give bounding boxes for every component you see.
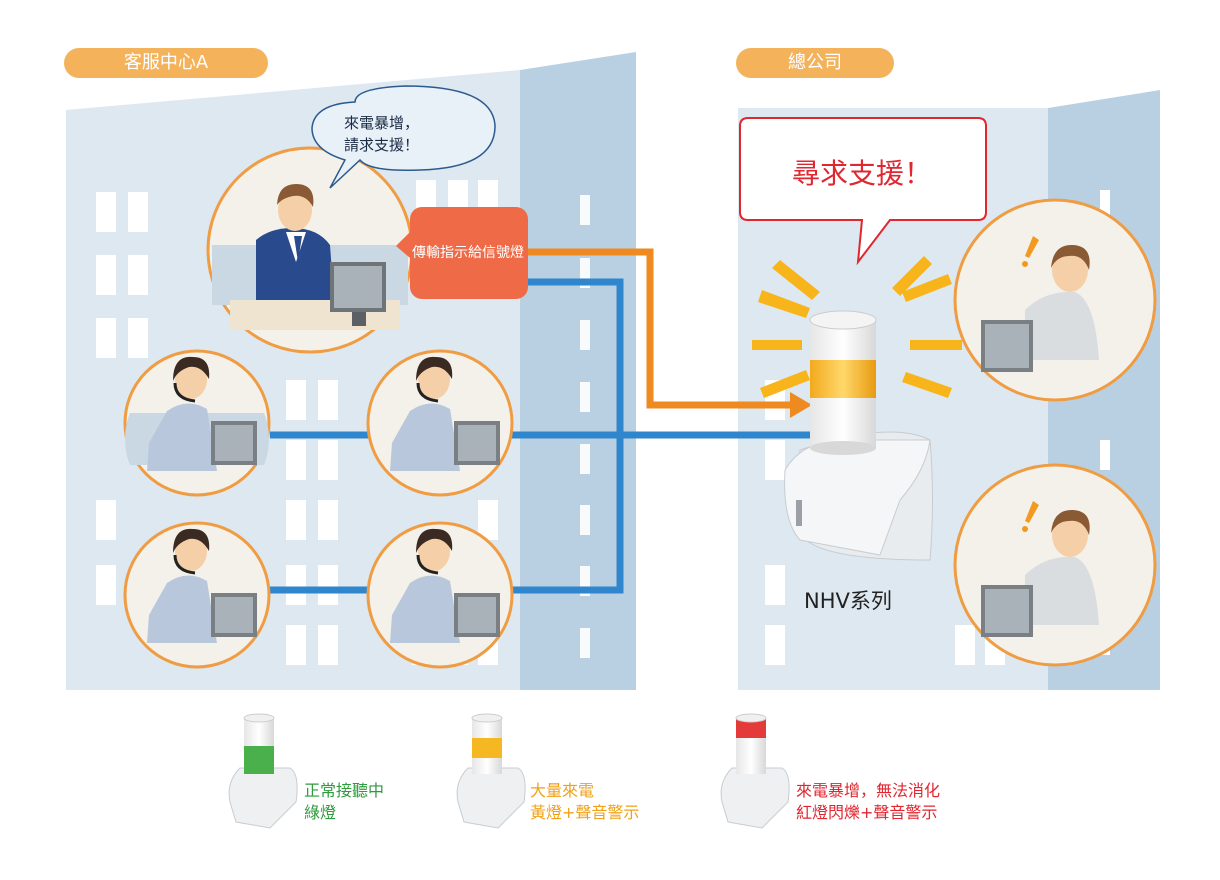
supervisor-circle <box>206 146 414 354</box>
right-building-label: 總公司 <box>736 48 894 78</box>
orange-arrowhead <box>790 392 812 418</box>
legend-green-text: 正常接聽中 綠燈 <box>304 780 384 824</box>
hq-staff-circle-2 <box>953 463 1157 667</box>
legend-device-yellow <box>456 713 526 829</box>
supervisor-speech-line2: 請求支援！ <box>344 136 420 154</box>
hq-speech-bubble <box>739 117 987 266</box>
legend-yellow-line1: 大量來電 <box>530 781 595 800</box>
supervisor-speech-bubble <box>311 85 496 189</box>
legend-yellow-line2: 黃燈+聲音警示 <box>530 803 640 822</box>
left-side-windows <box>580 195 590 658</box>
legend-red-line1: 來電暴增，無法消化 <box>796 781 941 800</box>
supervisor-monitor <box>330 262 386 326</box>
operator-circle-3 <box>123 521 271 669</box>
hq-speech-text: 尋求支援！ <box>792 157 933 190</box>
supervisor-speech-line1: 來電暴增， <box>344 114 420 132</box>
legend-yellow-text: 大量來電 黃燈+聲音警示 <box>530 780 639 824</box>
legend-red-text: 來電暴增，無法消化 紅燈閃爍+聲音警示 <box>796 780 940 824</box>
signal-tower-device <box>752 256 962 561</box>
signal-box-text: 傳輸指示給信號燈 <box>412 245 524 261</box>
orange-signal-line <box>528 248 790 409</box>
legend-green-line1: 正常接聽中 <box>304 781 385 800</box>
left-building-label: 客服中心A <box>64 48 268 78</box>
operator-circle-4 <box>366 521 514 669</box>
hq-staff-circle-1 <box>953 198 1157 402</box>
legend-red-line2: 紅燈閃爍+聲音警示 <box>796 803 938 822</box>
supervisor-figure <box>256 184 334 300</box>
operator-circle-1 <box>123 349 271 497</box>
signal-box <box>396 207 528 299</box>
legend-device-green <box>228 713 298 829</box>
legend-green-line2: 綠燈 <box>304 803 337 822</box>
flash-rays <box>752 256 962 398</box>
legend-device-red <box>720 713 790 829</box>
operator-circle-2 <box>366 349 514 497</box>
device-label: NHV系列 <box>804 589 892 613</box>
